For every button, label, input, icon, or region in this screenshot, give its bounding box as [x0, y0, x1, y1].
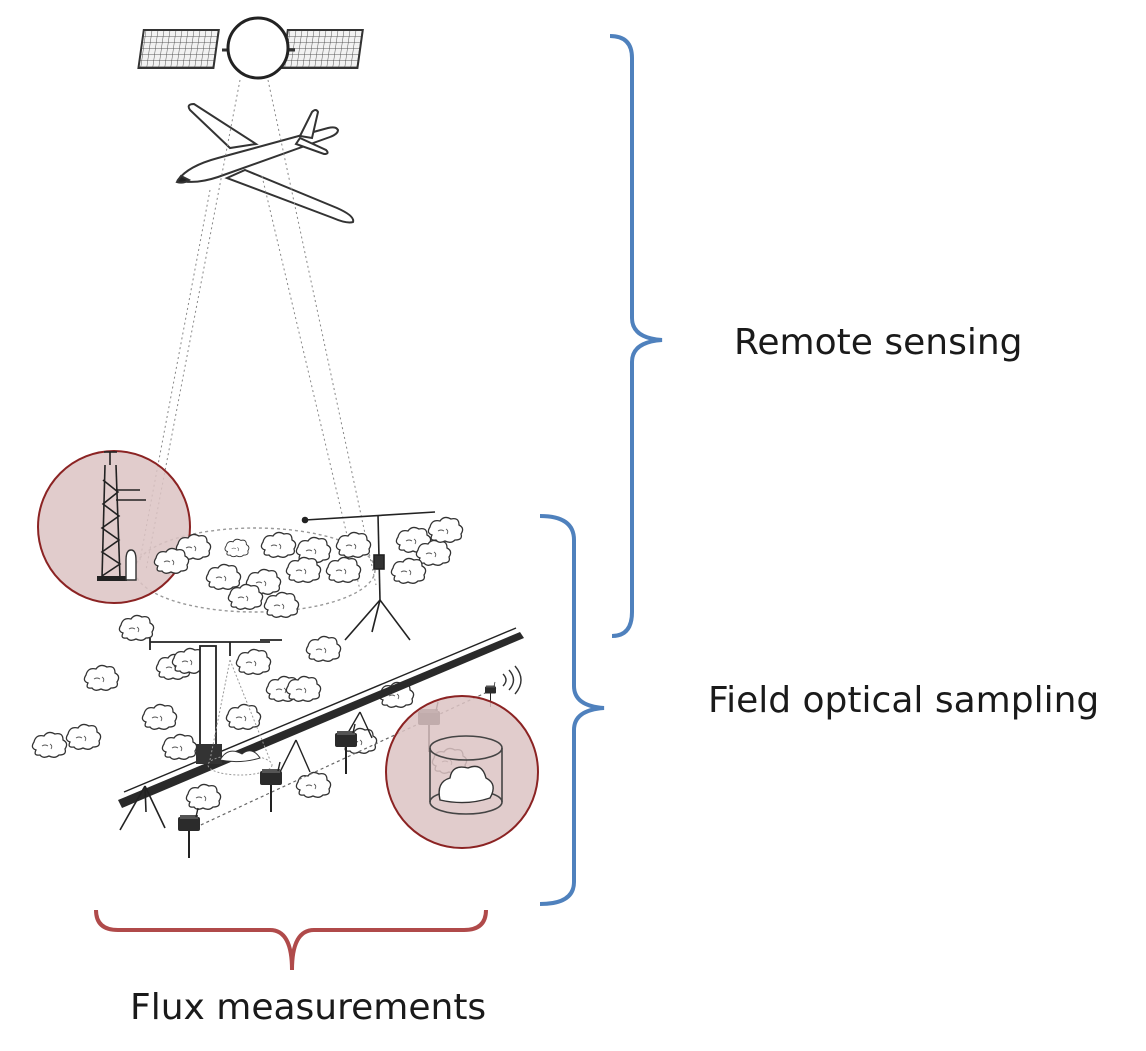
flux-chamber-icon [385, 695, 539, 849]
tripod-spectrometer-icon [301, 511, 436, 641]
flux-tower-icon [37, 450, 191, 604]
field-optical-sampling-label: Field optical sampling [708, 680, 1100, 721]
remote-sensing-bracket [609, 34, 663, 638]
field-optical-sampling-bracket [539, 514, 605, 906]
field-plot-ellipse [134, 527, 376, 613]
satellite-icon [137, 16, 364, 80]
flux-measurements-label: Flux measurements [130, 987, 487, 1028]
flux-measurements-bracket [94, 909, 488, 971]
soil-sensor-icon [177, 665, 522, 859]
airplane-icon [175, 102, 355, 224]
tramline-rail-icon [118, 627, 524, 831]
remote-sensing-label: Remote sensing [734, 322, 1023, 363]
